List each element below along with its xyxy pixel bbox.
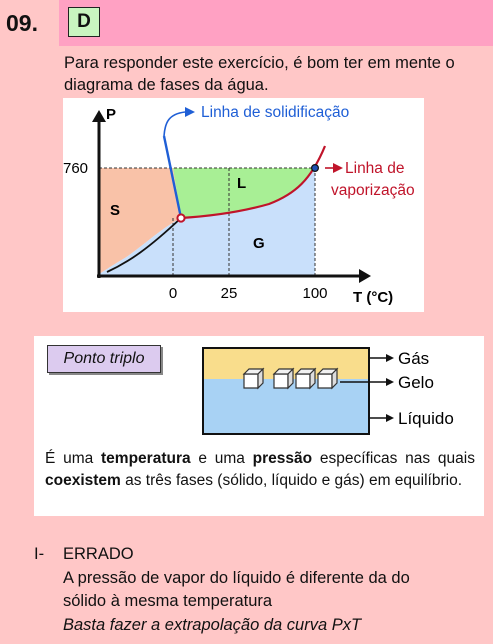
temp-tick-0: 0 <box>169 285 177 302</box>
answer-section: I- ERRADO A pressão de vapor do líquido é… <box>34 543 410 637</box>
ice-cube-4 <box>316 367 339 390</box>
sublimation-curve <box>106 217 182 273</box>
triple-point-illustration: Gás Gelo Líquido <box>202 347 454 435</box>
triple-point-label: Ponto triplo <box>47 345 161 373</box>
y-axis-label: P <box>106 106 116 123</box>
container-outline <box>202 347 370 435</box>
ice-cube-3 <box>294 367 317 390</box>
answer-line-2: sólido à mesma temperatura <box>63 592 273 610</box>
vaporization-annotation-line1: Linha de <box>345 160 404 177</box>
triple-point-marker <box>176 213 186 223</box>
triple-point-panel: Ponto triplo Gás <box>34 336 484 516</box>
temp-tick-25: 25 <box>221 285 238 302</box>
solidification-pointer <box>163 111 186 137</box>
definition-text-4: as três fases (sólido, líquido e gás) em… <box>120 472 462 489</box>
gas-label: G <box>253 235 265 252</box>
definition-text-1: É uma <box>45 450 102 467</box>
vaporization-curve <box>180 145 327 220</box>
temp-tick-100: 100 <box>302 285 327 302</box>
answer-line-3: Basta fazer a extrapolação da curva PxT <box>63 615 362 634</box>
definition-bold-coexist: coexistem <box>45 472 121 489</box>
solid-region <box>99 168 181 274</box>
ice-layer-label: Gelo <box>398 373 434 392</box>
phase-diagram: P 760 0 25 100 T (°C) S L G Linha de sol… <box>63 98 424 312</box>
x-axis-arrow <box>359 269 371 283</box>
header-bar <box>59 0 493 46</box>
definition-bold-pressure: pressão <box>252 450 313 467</box>
intro-text: Para responder este exercício, é bom ter… <box>64 54 455 94</box>
vaporization-pointer-arrowhead <box>333 163 343 173</box>
ice-cube-1 <box>242 367 265 390</box>
answer-verdict: ERRADO <box>63 545 134 563</box>
liquid-label: L <box>237 175 246 192</box>
definition-text-2: e uma <box>190 450 253 467</box>
y-axis-arrow <box>92 110 106 122</box>
boiling-point-marker <box>311 163 320 172</box>
gas-pointer-arrowhead <box>386 354 394 362</box>
liquid-layer-label: Líquido <box>398 409 454 428</box>
answer-letter-box: D <box>68 7 100 37</box>
phase-diagram-svg: P 760 0 25 100 T (°C) S L G Linha de sol… <box>63 104 415 306</box>
definition-bold-temperature: temperatura <box>101 450 191 467</box>
gas-layer-label: Gás <box>398 349 429 368</box>
liquid-region <box>173 168 315 218</box>
ice-pointer-arrowhead <box>386 378 394 386</box>
liquid-pointer-arrowhead <box>386 414 394 422</box>
question-number: 09. <box>6 10 38 36</box>
solidification-line <box>162 135 183 219</box>
triple-point-definition: É uma temperatura e uma pressão específi… <box>45 448 475 492</box>
definition-text-3: específicas nas quais <box>312 450 475 467</box>
solidification-annotation: Linha de solidificação <box>201 104 349 121</box>
gas-region <box>99 168 315 276</box>
answer-item-number: I- <box>34 545 45 563</box>
x-axis-label: T (°C) <box>353 289 393 306</box>
solid-label: S <box>110 202 120 219</box>
vaporization-annotation-line2: vaporização <box>331 182 415 199</box>
solidification-pointer-arrowhead <box>185 107 195 117</box>
pressure-tick-760: 760 <box>63 160 88 177</box>
answer-line-1: A pressão de vapor do líquido é diferent… <box>63 568 410 587</box>
ice-cube-2 <box>272 367 295 390</box>
answer-verdict-row: I- ERRADO <box>34 543 410 567</box>
